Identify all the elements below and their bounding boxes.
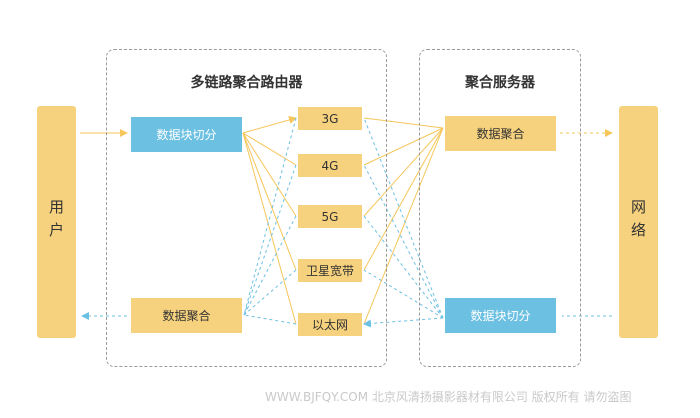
server-split-to-ethernet-line bbox=[363, 317, 444, 328]
router-merge-label: 数据聚合 bbox=[162, 309, 211, 323]
server-split-box: 数据块切分 bbox=[445, 298, 556, 333]
server-split-label: 数据块切分 bbox=[470, 309, 531, 323]
split-to-4g-line bbox=[242, 132, 297, 166]
link-satellite-box: 卫星宽带 bbox=[298, 259, 362, 282]
router-split-label: 数据块切分 bbox=[156, 128, 217, 142]
link-satellite-label: 卫星宽带 bbox=[305, 264, 354, 278]
router-group-title: 多链路聚合路由器 bbox=[190, 75, 303, 91]
ethernet-to-router-merge-line bbox=[243, 314, 297, 325]
4g-to-server-merge-line bbox=[363, 127, 444, 166]
split-to-5g-line bbox=[242, 132, 297, 217]
user-label: 用户 bbox=[47, 199, 65, 245]
server-merge-label: 数据聚合 bbox=[476, 127, 525, 141]
router-merge-box: 数据聚合 bbox=[131, 298, 242, 333]
server-split-to-4g-line bbox=[363, 164, 444, 319]
watermark-text: WWW.BJFQY.COM 北京风清扬摄影器材有限公司 版权所有 请勿盗图 bbox=[265, 390, 632, 404]
link-5g-box: 5G bbox=[298, 205, 362, 228]
link-ethernet-label: 以太网 bbox=[311, 318, 348, 332]
satellite-to-server-merge-line bbox=[363, 127, 444, 271]
3g-to-router-merge-line bbox=[243, 117, 297, 316]
split-to-3g-line bbox=[242, 116, 297, 134]
link-4g-label: 4G bbox=[321, 158, 339, 173]
split-to-ethernet-line bbox=[242, 132, 297, 325]
router-split-box: 数据块切分 bbox=[131, 117, 242, 152]
link-5g-label: 5G bbox=[321, 209, 339, 224]
user-bar: 用户 bbox=[37, 106, 76, 338]
5g-to-server-merge-line bbox=[363, 127, 444, 217]
router-group: 多链路聚合路由器 bbox=[106, 49, 387, 367]
link-4g-box: 4G bbox=[298, 154, 362, 177]
network-bar: 网络 bbox=[619, 106, 658, 338]
network-label: 网络 bbox=[629, 199, 647, 245]
split-to-satellite-line bbox=[242, 132, 297, 271]
server-group: 聚合服务器 bbox=[419, 49, 581, 367]
server-group-title: 聚合服务器 bbox=[465, 75, 535, 91]
4g-to-router-merge-line bbox=[243, 164, 297, 316]
5g-to-router-merge-line bbox=[243, 215, 297, 316]
server-merge-box: 数据聚合 bbox=[445, 116, 556, 151]
link-3g-box: 3G bbox=[298, 107, 362, 130]
ethernet-to-server-merge-line bbox=[363, 127, 444, 325]
link-ethernet-box: 以太网 bbox=[298, 313, 362, 336]
link-3g-label: 3G bbox=[321, 111, 339, 126]
3g-to-server-merge-line bbox=[363, 117, 444, 129]
